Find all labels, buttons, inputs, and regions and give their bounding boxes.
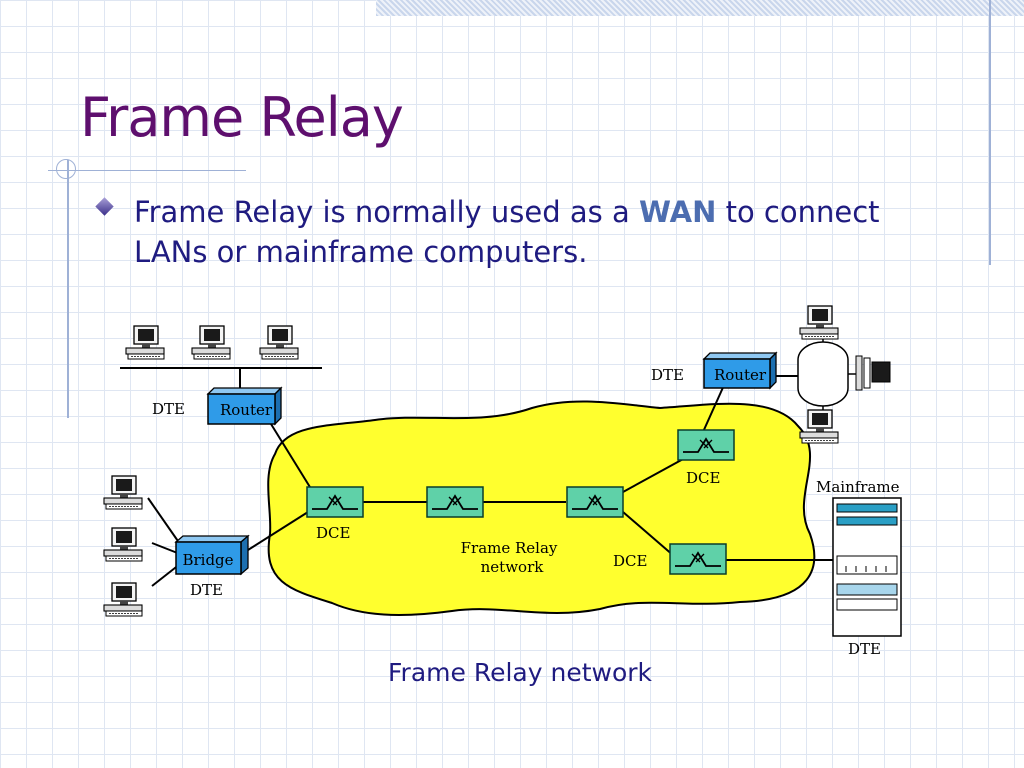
pc-icon	[191, 325, 231, 360]
diamond-bullet-icon	[95, 197, 114, 216]
router-left	[206, 386, 283, 426]
bridge-label: Bridge	[182, 551, 233, 569]
cloud-label-line1: Frame Relay	[461, 539, 558, 557]
router-left-label: Router	[220, 401, 273, 419]
connection-lines	[120, 367, 833, 587]
router-right	[702, 351, 778, 390]
bullet-text-pre: Frame Relay is normally used as a	[134, 195, 639, 229]
dce-switch-upper-right	[677, 429, 735, 461]
router-right-label: Router	[714, 366, 767, 384]
dce-upper-right-label: DCE	[686, 469, 720, 487]
cloud-label-line2: network	[481, 558, 545, 576]
dce-lower-right-label: DCE	[613, 552, 647, 570]
mainframe-label: Mainframe	[816, 478, 900, 496]
pc-icon	[103, 527, 143, 562]
bridge-device	[174, 534, 250, 576]
ring-lan	[797, 341, 849, 407]
pc-icon	[799, 305, 839, 340]
bullet-keyword: WAN	[638, 195, 717, 229]
dte-bridge-label: DTE	[190, 581, 223, 599]
pc-icon	[125, 325, 165, 360]
bullet-text: Frame Relay is normally used as a WAN to…	[134, 192, 936, 272]
diagram-caption: Frame Relay network	[388, 658, 653, 687]
right-vertical-rule	[989, 0, 991, 265]
dce-switch-left	[306, 486, 364, 518]
top-pattern-strip	[376, 0, 1024, 16]
pc-icon	[799, 409, 839, 444]
dte-top-left-label: DTE	[152, 400, 185, 418]
dte-mainframe-label: DTE	[848, 640, 881, 658]
dce-left-label: DCE	[316, 524, 350, 542]
frame-relay-diagram: Router DTE Bridge DTE DCE Frame Relay ne…	[103, 305, 902, 658]
dce-switch-lower-right	[669, 543, 727, 575]
frame-relay-switch	[566, 486, 624, 518]
dte-top-right-label: DTE	[651, 366, 684, 384]
frame-relay-switch	[426, 486, 484, 518]
left-vertical-rule	[67, 160, 69, 418]
pc-icon	[855, 355, 891, 391]
title-underline-rule	[48, 170, 246, 171]
bullet-text-post: to connect LANs or mainframe computers.	[134, 195, 880, 269]
slide-title: Frame Relay	[80, 86, 404, 149]
pc-icon	[259, 325, 299, 360]
rule-corner-circle	[56, 159, 76, 179]
pc-icon	[103, 582, 143, 617]
bullet-point: Frame Relay is normally used as a WAN to…	[95, 192, 936, 272]
pc-icon	[103, 475, 143, 510]
mainframe-computer	[832, 497, 902, 637]
